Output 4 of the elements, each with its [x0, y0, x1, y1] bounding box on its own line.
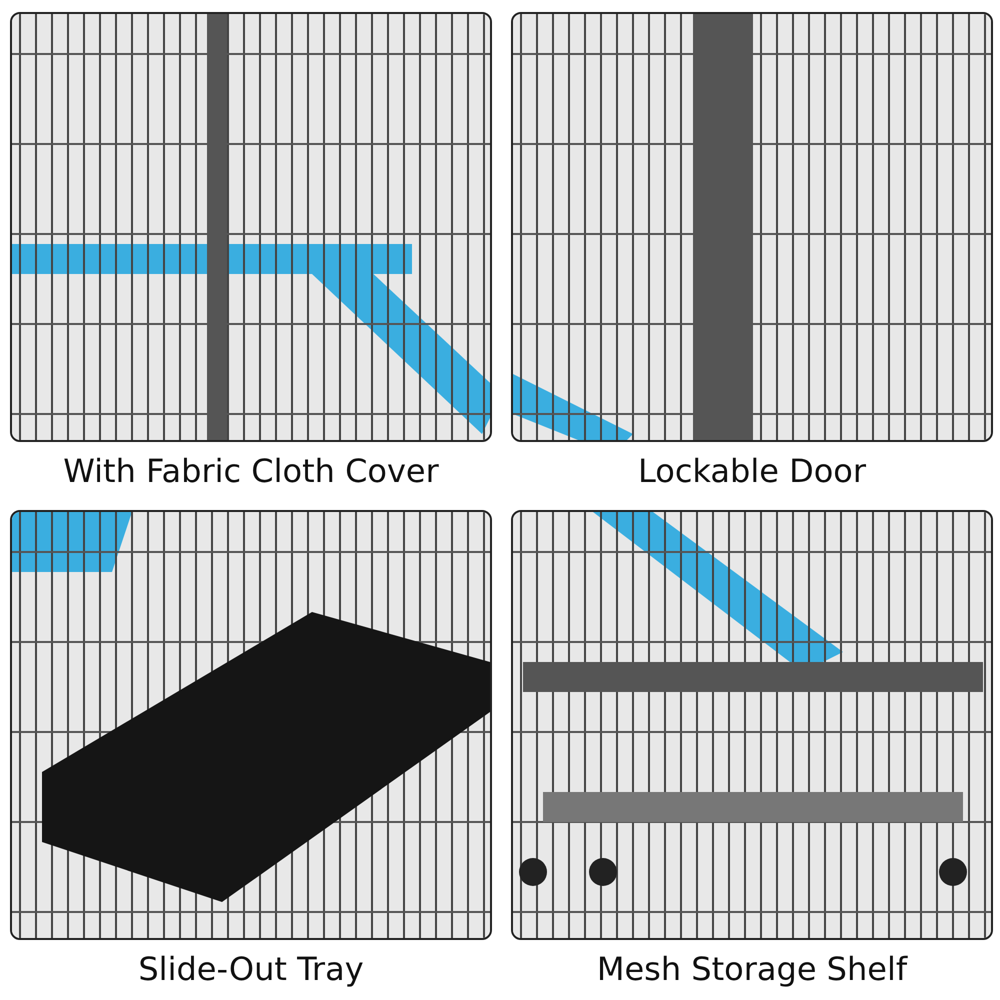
panel-label: Slide-Out Tray [137, 950, 365, 988]
panel-label: With Fabric Cloth Cover [62, 452, 440, 490]
panel-label: Lockable Door [636, 452, 868, 490]
panel-label: Mesh Storage Shelf [596, 950, 909, 988]
